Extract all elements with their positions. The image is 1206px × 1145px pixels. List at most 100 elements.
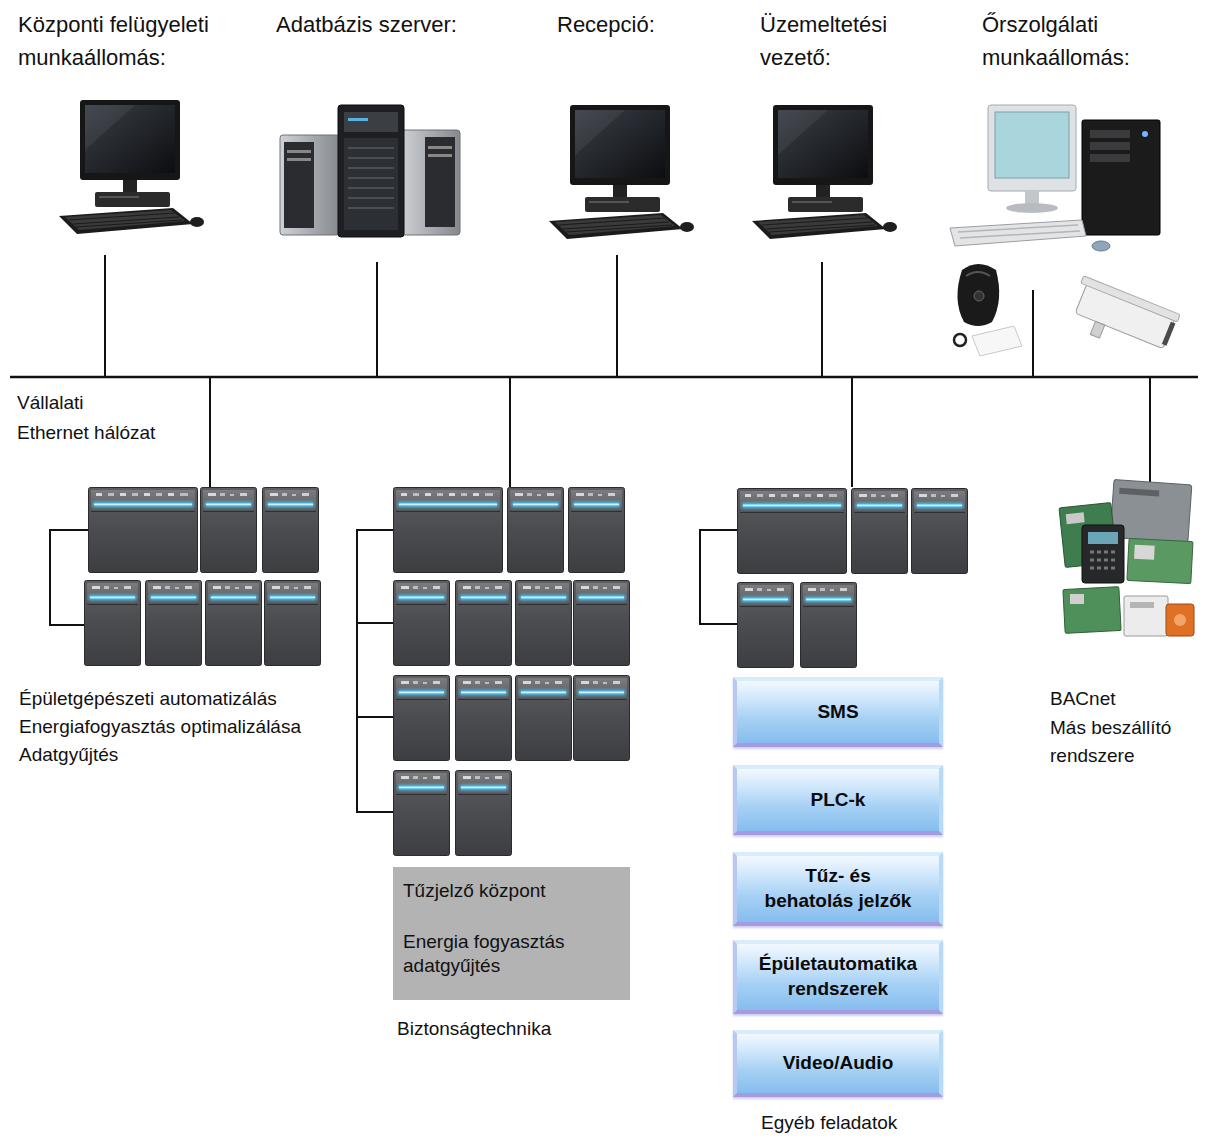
bus-bracket (357, 530, 393, 812)
workstation-icon (549, 105, 694, 239)
guard-workstation-icon (1082, 120, 1160, 235)
bacnet-devices (1119, 488, 1159, 497)
caption-label: Adatgyűjtés (19, 742, 118, 768)
controller-panel (801, 583, 857, 668)
bacnet-devices (1088, 532, 1118, 544)
bacnet-devices (1082, 525, 1124, 583)
card-reader-icon (974, 291, 984, 301)
network-wire (509, 377, 511, 487)
server-icon (287, 158, 311, 161)
network-wire (616, 255, 618, 377)
label-text: Energiafogyasztás optimalizálása (19, 716, 301, 737)
controller-panel (516, 676, 572, 761)
caption-label: Recepció: (557, 8, 707, 41)
label-text: Adatgyűjtés (19, 744, 118, 765)
server-icon (348, 118, 368, 121)
label-text: Adatbázis szerver: (276, 12, 457, 37)
function-box: PLC-k (733, 765, 943, 835)
server-icon (344, 112, 398, 132)
controller-panel (394, 488, 503, 573)
function-box: Épületautomatika rendszerek (733, 940, 943, 1014)
box-text: PLC-k (811, 788, 866, 813)
bacnet-devices (1059, 479, 1194, 636)
guard-workstation-icon (950, 105, 1160, 251)
network-wire (104, 255, 106, 377)
controller-panel (206, 581, 262, 666)
guard-workstation-icon (1090, 130, 1130, 138)
bacnet-devices (1134, 545, 1155, 560)
network-wire (376, 262, 378, 377)
label-text: Épületgépészeti automatizálás (19, 688, 277, 709)
caption-label: BACnet (1050, 686, 1115, 712)
controller-panel (574, 676, 630, 761)
label-text: Ethernet hálózat (17, 422, 155, 443)
box-text: Energia fogyasztás adatgyűjtés (403, 930, 620, 979)
caption-label: Más beszállító rendszere (1050, 714, 1200, 770)
controller-panel (738, 583, 794, 668)
network-wire (851, 377, 853, 487)
function-box: Tűz- és behatolás jelzők (733, 852, 943, 926)
controller-panel (852, 489, 908, 574)
caption-label: Központi felügyeleti munkaállomás: (18, 8, 258, 74)
caption-label: Őrszolgálati munkaállomás: (982, 8, 1182, 74)
network-wire (1149, 377, 1151, 482)
caption-label: Energiafogyasztás optimalizálása (19, 714, 301, 740)
guard-workstation-icon (1006, 203, 1058, 213)
server-icon (280, 135, 340, 235)
controller-panel (516, 581, 572, 666)
label-text: Biztonságtechnika (397, 1018, 551, 1039)
bacnet-devices (1130, 602, 1154, 608)
controller-panel (394, 771, 450, 856)
card-reader-icon (954, 334, 966, 346)
server-icon (400, 130, 460, 235)
camera-icon (1162, 322, 1176, 346)
bus-bracket (50, 530, 88, 625)
bacnet-devices (1124, 596, 1168, 636)
caption-label: Egyéb feladatok (761, 1110, 897, 1136)
network-wire (821, 262, 823, 377)
server-icon (344, 138, 398, 230)
card-reader-icon (957, 264, 999, 326)
server-icon (428, 154, 452, 157)
controller-panel (569, 488, 625, 573)
bus-bracket (700, 530, 737, 624)
caption-label: Épületgépészeti automatizálás (19, 686, 277, 712)
server-icon (284, 142, 314, 228)
network-wire (1032, 290, 1034, 377)
controller-panel (394, 581, 450, 666)
label-text: Központi felügyeleti munkaállomás: (18, 12, 209, 70)
camera-icon (1090, 321, 1105, 338)
workstation-icon (59, 100, 204, 234)
bacnet-devices (1070, 594, 1084, 604)
controller-panel (89, 488, 198, 573)
controller-panel (456, 581, 512, 666)
function-box: Video/Audio (733, 1030, 943, 1097)
bacnet-devices (1090, 552, 1116, 568)
caption-label: Adatbázis szerver: (276, 8, 516, 41)
guard-workstation-icon (1090, 142, 1130, 150)
controller-panel (263, 488, 319, 573)
card-reader-icon (966, 272, 990, 276)
network-wire (209, 377, 211, 487)
card-reader-icon (954, 264, 1022, 356)
box-text: Tűz- és behatolás jelzők (761, 864, 916, 913)
label-text: Más beszállító rendszere (1050, 717, 1171, 766)
bacnet-devices (1063, 587, 1121, 634)
controller-panel (574, 581, 630, 666)
label-text: Egyéb feladatok (761, 1112, 897, 1133)
guard-workstation-icon (1090, 154, 1130, 162)
network-wire (10, 376, 1198, 379)
caption-label: Üzemeltetési vezető: (760, 8, 930, 74)
server-icon (287, 150, 311, 153)
caption-label: Biztonságtechnika (397, 1016, 551, 1042)
controller-panel (85, 581, 141, 666)
bacnet-devices (1174, 614, 1186, 626)
bacnet-devices (1127, 538, 1193, 583)
controller-panel (85, 488, 968, 856)
box-text: Tűzjelző központ (403, 879, 620, 904)
controller-panel (394, 676, 450, 761)
guard-workstation-icon (950, 220, 1086, 246)
server-icon (338, 105, 404, 237)
label-text: Vállalati (17, 392, 84, 413)
card-reader-icon (972, 326, 1022, 356)
